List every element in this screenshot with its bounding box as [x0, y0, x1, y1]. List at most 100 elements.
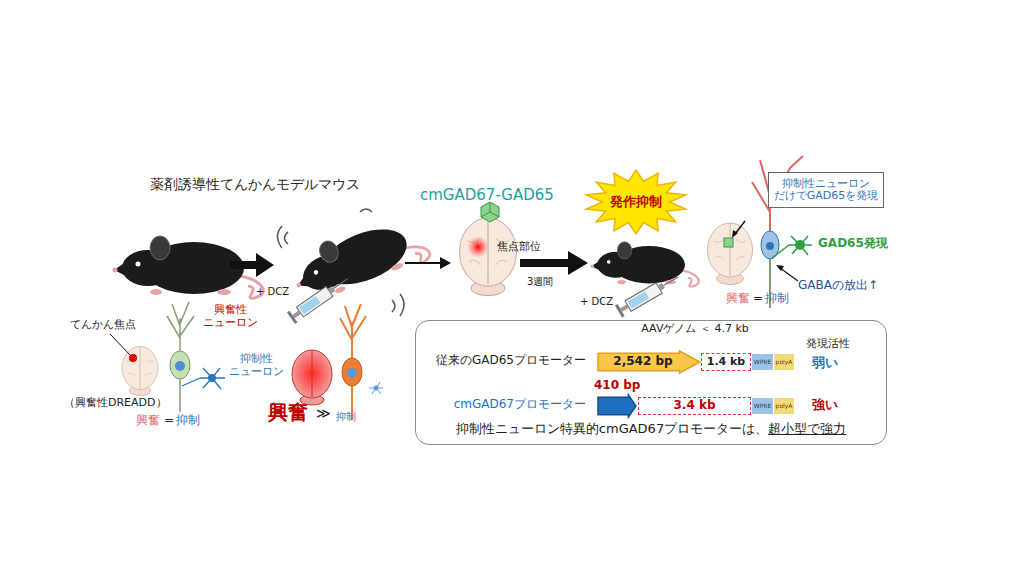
annotation-label: 興奮 — [136, 413, 160, 427]
node-text-block: 発作抑制 — [585, 170, 687, 234]
promoter-arrow-shape — [598, 351, 700, 373]
epileptic-focus — [129, 354, 137, 362]
neuron-soma — [170, 351, 190, 379]
arrow-head — [776, 265, 784, 271]
neuron-soma — [342, 358, 362, 386]
annotation-label: + DCZ — [256, 286, 289, 298]
annotation-label: （興奮性DREADD） — [64, 396, 167, 409]
annotation-label: = — [164, 413, 174, 427]
annotation-label: = — [753, 291, 763, 305]
annotation-label: 興奮性 ニューロン — [200, 303, 260, 329]
node-text-block: polyA — [774, 354, 794, 370]
node-text-block: polyA — [774, 398, 794, 414]
aav-virus-icon — [481, 202, 499, 222]
node-text: polyA — [776, 359, 793, 366]
annotation-label: 3週間 — [527, 276, 553, 288]
arrow-head — [440, 257, 451, 269]
shake-lines — [278, 209, 405, 316]
node-text: 抑制性ニューロン だけでGAD65を発現 — [771, 178, 881, 202]
seizing-mouse — [285, 207, 432, 310]
node-text: WPRE — [754, 359, 772, 366]
nucleus — [347, 368, 357, 378]
annotation-label: AAVゲノム ＜ 4.7 kb — [637, 322, 753, 335]
node-text-block: 410 bp — [594, 378, 640, 392]
brain-illustration — [708, 223, 753, 285]
node-text: 1.4 kb — [707, 356, 746, 368]
nucleus — [766, 242, 774, 250]
aav-virus-icon — [481, 202, 499, 217]
gene-box: 3.4 kb — [638, 397, 751, 415]
syringe — [287, 273, 352, 324]
annotation-label: 抑制 — [336, 411, 356, 423]
dendrite — [340, 304, 366, 358]
nucleus — [175, 361, 185, 371]
promoter-arrow: 2,542 bp — [598, 351, 700, 373]
annotation-label: 薬剤誘導性てんかんモデルマウス — [150, 176, 360, 193]
interneuron-soma — [208, 374, 216, 382]
annotation-label: 焦点部位 — [497, 240, 541, 253]
annotation-label: 抑制 — [765, 291, 789, 305]
annotation-label: 従来のGAD65プロモーター — [436, 353, 586, 367]
annotation-label: てんかん焦点 — [70, 318, 136, 331]
annotation-label: cmGAD67-GAD65 — [420, 186, 554, 204]
annotation-label: 強い — [812, 397, 838, 413]
excited-brain — [292, 350, 332, 398]
wpre-element: WPRE — [752, 398, 773, 414]
annotation-label: ≫ — [316, 405, 331, 422]
node-text: 3.4 kb — [673, 399, 715, 412]
flow-arrow — [230, 253, 274, 277]
node-text-block: 3.4 kb — [639, 398, 750, 414]
polya-element: polyA — [774, 398, 794, 414]
gene-box: 1.4 kb — [701, 353, 751, 371]
syringe — [615, 271, 682, 318]
flow-arrow — [520, 251, 588, 275]
interneuron-soma — [795, 240, 805, 250]
mouse-illustration — [590, 242, 699, 287]
brain-midline — [312, 350, 313, 397]
flow-arrow — [405, 262, 442, 264]
leader-line — [110, 334, 130, 355]
annotation-label: 発現活性 — [806, 337, 850, 350]
dendrite — [167, 302, 194, 352]
promoter-arrow-outline — [598, 395, 636, 417]
node-text-block: 2,542 bp — [598, 351, 700, 373]
annotation-label: + DCZ — [580, 296, 613, 308]
node-text: 410 bp — [594, 378, 640, 392]
node-text-block: WPRE — [752, 354, 773, 370]
node-text: polyA — [776, 403, 793, 410]
node-text: 超小型で強力 — [768, 421, 846, 436]
epileptic-focus — [467, 236, 489, 258]
annotation-label: 抑制 — [176, 413, 200, 427]
polya-element: polyA — [774, 354, 794, 370]
node-text-block: 抑制性ニューロン特異的cmGAD67プロモーターは、超小型で強力 — [416, 420, 886, 438]
burst-star-shape — [586, 170, 685, 234]
node-text-block: WPRE — [752, 398, 773, 414]
mouse-illustration — [285, 207, 432, 310]
promoter-arrow: 410 bp — [598, 395, 636, 417]
interneuron-process — [182, 368, 225, 389]
node-text-block: 抑制性ニューロン だけでGAD65を発現 — [769, 173, 883, 207]
node-text: 発作抑制 — [610, 195, 662, 209]
arrow-head — [732, 230, 738, 238]
interneuron-process — [369, 382, 383, 394]
brain-illustration — [460, 218, 517, 296]
injection-site — [724, 238, 733, 247]
wpre-element: WPRE — [752, 354, 773, 370]
annotation-label: 弱い — [812, 355, 838, 371]
annotation-label: 興奮 — [268, 400, 308, 424]
node-text: 抑制性ニューロン特異的cmGAD67プロモーターは、 — [456, 421, 768, 436]
node-text-block: 1.4 kb — [702, 354, 750, 370]
annotation-label: cmGAD67プロモーター — [454, 397, 586, 411]
interneuron-process — [772, 236, 812, 258]
annotation-label: 興奮 — [726, 291, 750, 305]
node-text: WPRE — [754, 403, 772, 410]
interneuron-soma — [374, 386, 379, 391]
pointer-arrow — [780, 268, 798, 281]
annotation-label: GABAの放出↑ — [798, 278, 878, 292]
burst-star: 発作抑制 — [585, 170, 687, 234]
annotation-label: 抑制性 ニューロン — [226, 352, 286, 378]
node-text: 2,542 bp — [613, 355, 672, 368]
promoter-arrow-shape — [598, 395, 636, 417]
